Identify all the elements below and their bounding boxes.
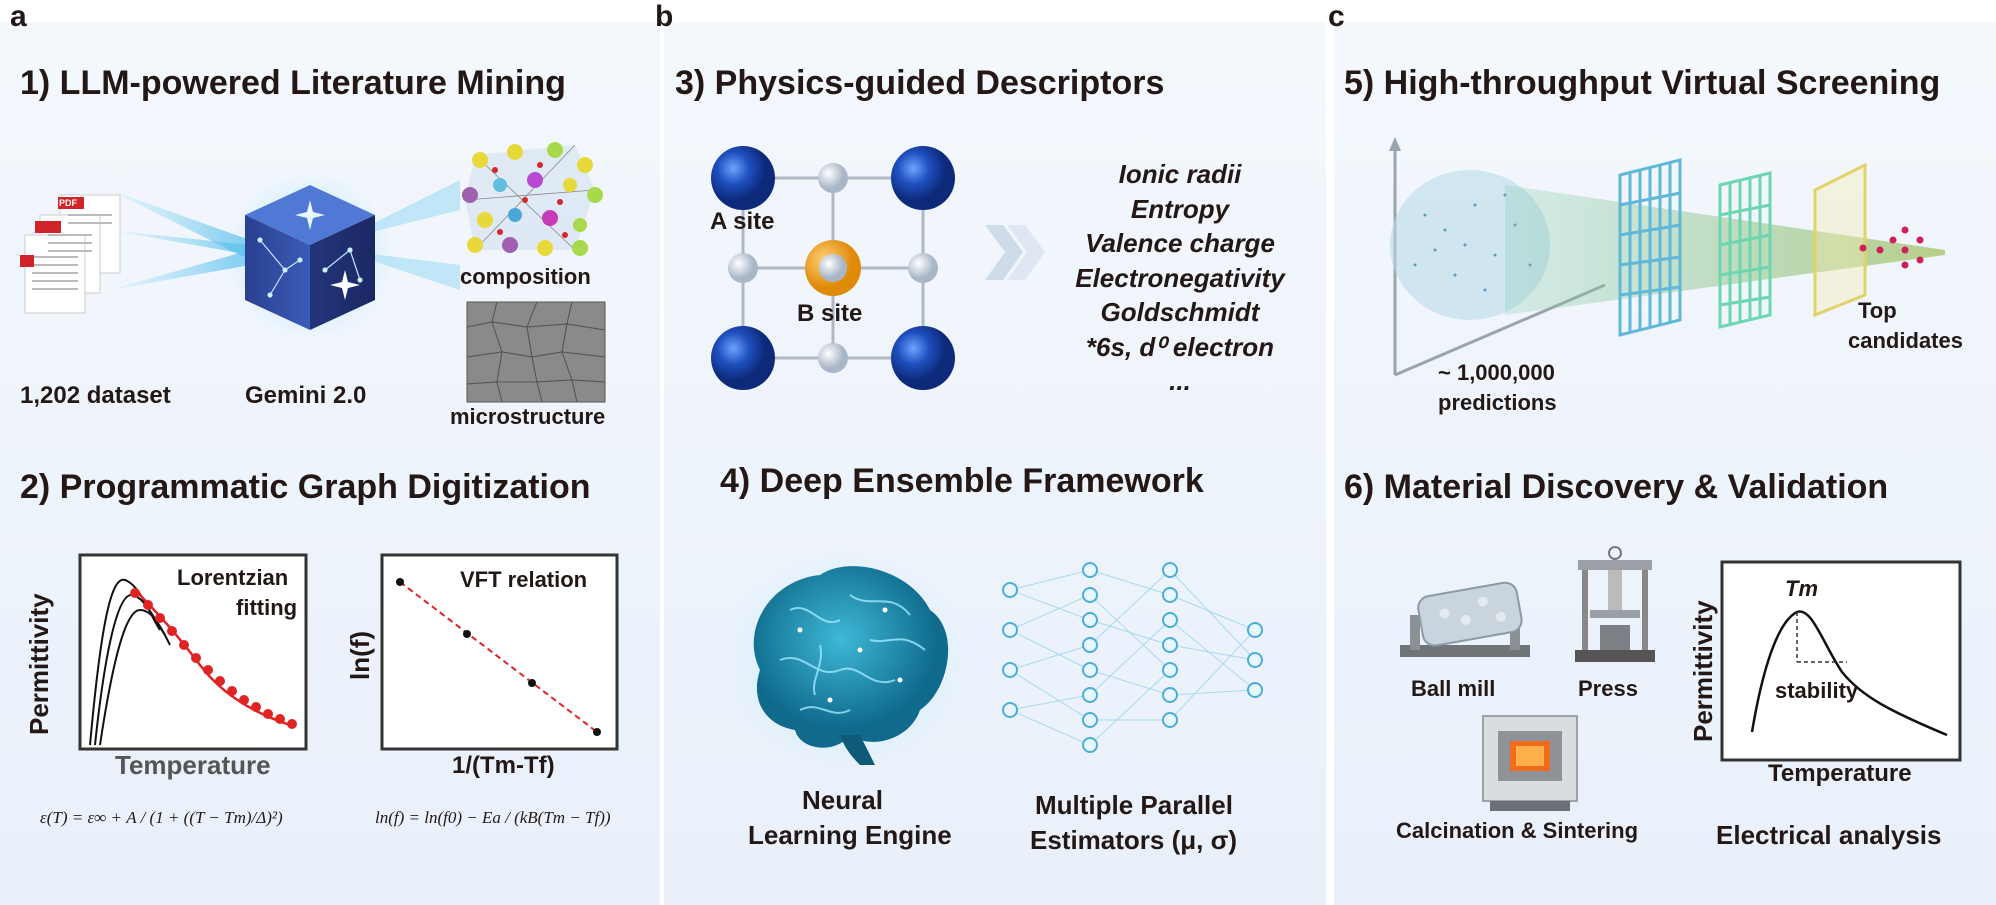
plot3-xlabel: Temperature xyxy=(1768,760,1912,787)
panel-c-letter: c xyxy=(1328,0,1345,33)
vft-plot xyxy=(380,553,619,751)
furnace-icon xyxy=(1482,715,1578,811)
gemini-cube-icon xyxy=(225,170,395,340)
equation-lorentzian: ε(T) = ε∞ + A / (1 + ((T − Tm)/Δ)²) xyxy=(40,808,283,827)
microstructure-label: microstructure xyxy=(450,404,606,429)
screening-funnel xyxy=(1389,137,1945,377)
section-4-title: 4) Deep Ensemble Framework xyxy=(720,462,1204,500)
press-label: Press xyxy=(1578,676,1638,701)
predictions-count: ~ 1,000,000 xyxy=(1438,360,1555,385)
candidates-label: candidates xyxy=(1848,328,1963,353)
section-2-title: 2) Programmatic Graph Digitization xyxy=(20,468,591,506)
panel-b xyxy=(664,22,1326,905)
descriptor-item: Ionic radii xyxy=(1118,159,1242,189)
vft-label: VFT relation xyxy=(460,567,588,592)
lorentzian-label-1: Lorentzian xyxy=(177,565,289,590)
section-6-title: 6) Material Discovery & Validation xyxy=(1344,468,1889,506)
press-icon xyxy=(1575,546,1655,662)
brain-icon xyxy=(720,550,970,770)
stability-label: stability xyxy=(1775,678,1859,703)
network-label-1: Multiple Parallel xyxy=(1035,790,1233,820)
pdf-documents-icon xyxy=(20,194,121,314)
network-label-2: Estimators (μ, σ) xyxy=(1030,825,1238,855)
perovskite-structure-icon xyxy=(711,146,955,390)
section-5-title: 5) High-throughput Virtual Screening xyxy=(1344,64,1941,102)
plot1-ylabel: Permittivity xyxy=(24,593,54,735)
plot1-xlabel: Temperature xyxy=(115,750,271,780)
electrical-analysis-label: Electrical analysis xyxy=(1716,820,1942,850)
composition-crystal-icon xyxy=(462,142,603,256)
calcination-label: Calcination & Sintering xyxy=(1396,818,1639,843)
a-site-label: A site xyxy=(710,208,775,235)
descriptor-item: Entropy xyxy=(1130,193,1230,224)
descriptor-item: Electronegativity xyxy=(1075,262,1285,293)
top-label: Top xyxy=(1858,298,1897,323)
plot2-ylabel: ln(f) xyxy=(345,630,375,680)
chevron-right-icon xyxy=(985,225,1045,280)
brain-label-2: Learning Engine xyxy=(748,820,952,850)
ball-mill-label: Ball mill xyxy=(1411,676,1496,701)
predictions-label: predictions xyxy=(1438,390,1557,415)
panel-b-letter: b xyxy=(655,0,674,33)
plot3-ylabel: Permittivity xyxy=(1688,600,1718,742)
descriptor-item: Valence charge xyxy=(1085,228,1275,258)
panel-a-letter: a xyxy=(10,0,27,33)
descriptor-item: *6s, d⁰ electron xyxy=(1085,331,1275,362)
neural-network-icon xyxy=(1002,562,1263,753)
microstructure-image xyxy=(466,301,606,403)
section-1-title: 1) LLM-powered Literature Mining xyxy=(20,64,566,102)
ball-mill-icon xyxy=(1400,581,1530,657)
dataset-label: 1,202 dataset xyxy=(20,382,171,409)
descriptor-list: Ionic radii Entropy Valence charge Elect… xyxy=(1060,157,1300,399)
pdf-label: PDF xyxy=(59,198,77,208)
b-site-label: B site xyxy=(797,300,863,327)
equation-vft: ln(f) = ln(f0) − Ea / (kB(Tm − Tf)) xyxy=(375,808,611,827)
plot2-xlabel: 1/(Tm-Tf) xyxy=(452,752,555,779)
descriptor-item: ... xyxy=(1169,366,1191,396)
tm-label: Tm xyxy=(1785,576,1818,601)
descriptor-item: Goldschmidt xyxy=(1100,297,1260,327)
lorentzian-label-2: fitting xyxy=(236,595,298,620)
brain-label-1: Neural xyxy=(802,785,883,815)
validation-plot xyxy=(1720,560,1962,762)
section-3-title: 3) Physics-guided Descriptors xyxy=(675,64,1165,102)
gemini-label: Gemini 2.0 xyxy=(245,382,367,409)
lorentzian-plot xyxy=(78,553,308,751)
composition-label: composition xyxy=(460,264,591,289)
